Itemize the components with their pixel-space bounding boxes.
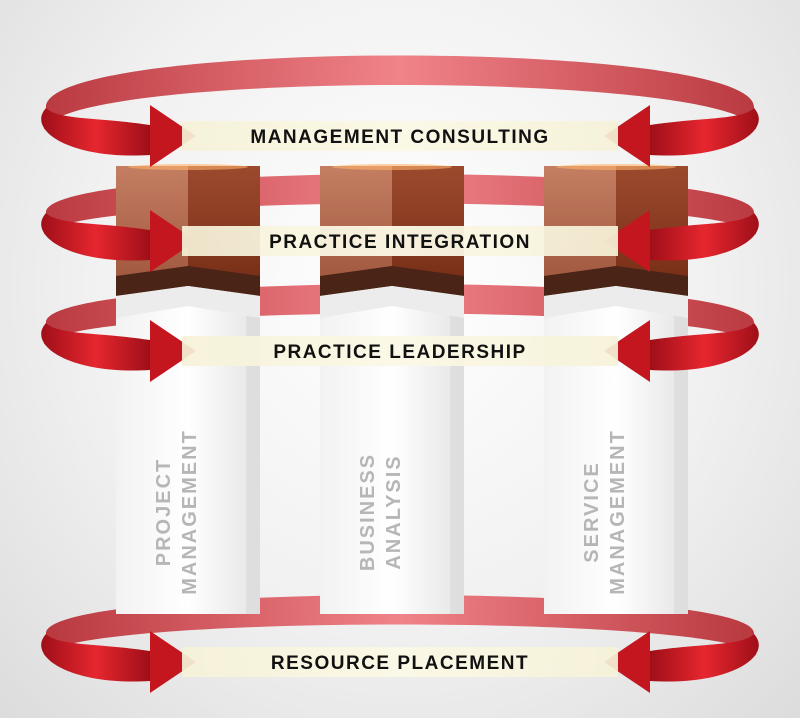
- band-strip: [182, 121, 618, 151]
- band-label: MANAGEMENT CONSULTING: [250, 127, 549, 148]
- ribbon-left-arm: [41, 108, 150, 156]
- band-management-consulting: MANAGEMENT CONSULTING: [41, 105, 759, 167]
- pillar-label-line2: MANAGEMENT: [179, 429, 201, 595]
- pillar-label-line2: MANAGEMENT: [607, 429, 629, 595]
- ribbon-left-arm: [41, 323, 150, 371]
- pillar-chevron-light: [544, 286, 688, 318]
- ribbon-right-arm: [650, 323, 759, 371]
- ribbon-right-arrowhead: [604, 320, 650, 382]
- pillar-chevron-light: [116, 286, 260, 318]
- band-strip: [182, 226, 618, 256]
- band-label: PRACTICE LEADERSHIP: [273, 342, 526, 363]
- ribbon-right-arrowhead: [604, 631, 650, 693]
- pillar-cap-chevron: [116, 266, 260, 296]
- pillar-label-line1: SERVICE: [581, 461, 603, 562]
- band-resource-placement: RESOURCE PLACEMENT: [41, 631, 759, 693]
- ribbon-left-arrowhead: [150, 631, 196, 693]
- pillar-edge-shade: [246, 282, 260, 614]
- band-strip: [182, 336, 618, 366]
- band-label: PRACTICE INTEGRATION: [269, 232, 531, 253]
- pillar-cap-glow: [128, 164, 248, 170]
- pillar-cap-chevron: [320, 266, 464, 296]
- ribbon-right-arm: [650, 213, 759, 261]
- pillar-label-line1: PROJECT: [153, 458, 175, 566]
- pillar-cap-glow: [332, 164, 452, 170]
- pillar-cap-right: [188, 166, 260, 276]
- pillar-edge-shade: [450, 282, 464, 614]
- ribbon-left-arrowhead: [150, 210, 196, 272]
- band-practice-leadership: PRACTICE LEADERSHIP: [41, 320, 759, 382]
- pillar-cap-left: [544, 166, 616, 276]
- pillar-label-line1: BUSINESS: [357, 453, 379, 571]
- ribbon-left-arm: [41, 634, 150, 682]
- band-label: RESOURCE PLACEMENT: [271, 653, 529, 674]
- ribbon-right-arrowhead: [604, 210, 650, 272]
- band-practice-integration: PRACTICE INTEGRATION: [41, 210, 759, 272]
- ribbon-left-arrowhead: [150, 320, 196, 382]
- pillar-edge-shade: [674, 282, 688, 614]
- pillar-cap-right: [392, 166, 464, 276]
- ribbon-right-arm: [650, 108, 759, 156]
- pillar-chevron-light: [320, 286, 464, 318]
- ribbon-right-arrowhead: [604, 105, 650, 167]
- ribbon-front-layer: MANAGEMENT CONSULTING PRACTICE INTEGRATIO…: [41, 105, 759, 693]
- pillar-label-line2: ANALYSIS: [383, 454, 405, 569]
- pillar-cap-glow: [556, 164, 676, 170]
- ribbon-left-arm: [41, 213, 150, 261]
- pillar-cap-chevron: [544, 266, 688, 296]
- ribbon-left-arrowhead: [150, 105, 196, 167]
- band-strip: [182, 647, 618, 677]
- pillar-cap-left: [320, 166, 392, 276]
- ribbon-right-arm: [650, 634, 759, 682]
- ribbon-back-management-consulting: [44, 55, 756, 130]
